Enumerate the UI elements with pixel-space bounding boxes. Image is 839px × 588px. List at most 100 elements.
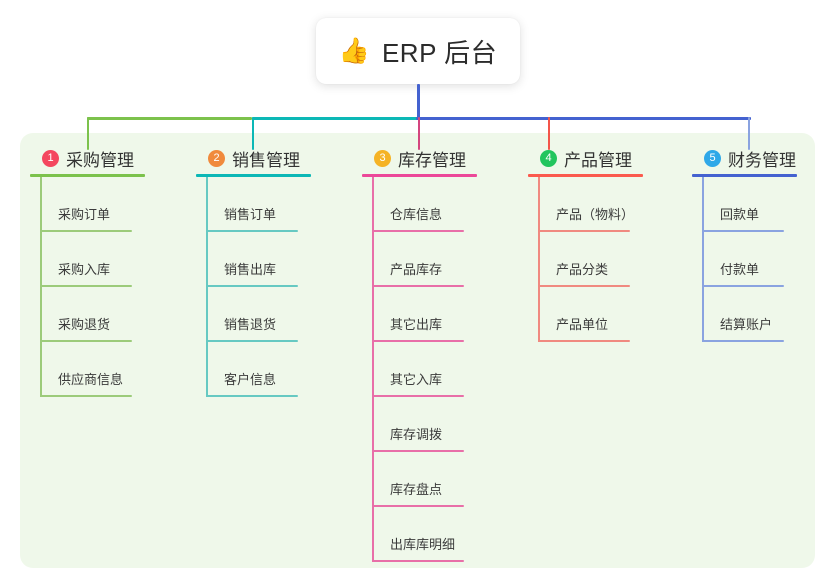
leaf-item[interactable]: 付款单	[692, 232, 832, 287]
leaf-item[interactable]: 供应商信息	[30, 342, 180, 397]
leaf-item-rule	[702, 285, 784, 287]
leaf-item[interactable]: 销售退货	[196, 287, 346, 342]
leaf-item[interactable]: 采购退货	[30, 287, 180, 342]
leaf-item[interactable]: 产品（物料）	[528, 177, 678, 232]
leaf-item-rule	[40, 395, 132, 397]
branch-title-3: 库存管理	[398, 150, 466, 170]
branch-title-1: 采购管理	[66, 150, 134, 170]
branch-items-4: 产品（物料） 产品分类产品单位	[528, 177, 678, 342]
root-node-card[interactable]: 👍 ERP 后台	[316, 18, 520, 84]
root-stem-line	[417, 84, 420, 119]
branch-column-3: 3 库存管理仓库信息产品库存其它出库其它入库库存调拨库存盘点出库库明细	[362, 146, 512, 562]
leaf-item[interactable]: 产品单位	[528, 287, 678, 342]
leaf-item-label: 其它出库	[390, 317, 443, 332]
leaf-item-rule	[538, 230, 630, 232]
root-title: ERP 后台	[381, 37, 498, 68]
leaf-item-rule	[538, 285, 630, 287]
leaf-item[interactable]: 其它入库	[362, 342, 512, 397]
leaf-item[interactable]: 回款单	[692, 177, 832, 232]
leaf-item-rule	[206, 230, 298, 232]
branch-badge-4: 4	[540, 149, 557, 167]
branch-trunk-2	[206, 177, 208, 397]
leaf-item-label: 供应商信息	[58, 372, 124, 387]
branch-badge-1: 1	[42, 149, 59, 167]
branch-column-4: 4 产品管理产品（物料） 产品分类产品单位	[528, 146, 678, 342]
branch-trunk-5	[702, 177, 704, 342]
branch-title-4: 产品管理	[564, 150, 632, 170]
leaf-item-label: 采购入库	[58, 262, 111, 277]
thumbs-up-icon: 👍	[338, 36, 370, 65]
leaf-item[interactable]: 其它出库	[362, 287, 512, 342]
leaf-item[interactable]: 采购入库	[30, 232, 180, 287]
leaf-item-rule	[40, 230, 132, 232]
leaf-item-label: 出库库明细	[390, 537, 456, 552]
leaf-item[interactable]: 客户信息	[196, 342, 346, 397]
leaf-item-rule	[206, 285, 298, 287]
bus-segment-teal	[252, 117, 418, 120]
leaf-item[interactable]: 销售出库	[196, 232, 346, 287]
leaf-item-label: 库存盘点	[390, 482, 443, 497]
leaf-item-rule	[538, 340, 630, 342]
branch-rule-5	[692, 174, 797, 177]
branch-badge-5: 5	[704, 149, 721, 167]
branch-drop-line-1	[87, 117, 89, 150]
branch-items-2: 销售订单销售出库销售退货客户信息	[196, 177, 346, 397]
leaf-item-rule	[372, 230, 464, 232]
branch-drop-line-3	[418, 117, 420, 150]
leaf-item-rule	[702, 230, 784, 232]
leaf-item-label: 采购退货	[58, 317, 111, 332]
leaf-item-label: 产品库存	[390, 262, 443, 277]
leaf-item-label: 销售出库	[224, 262, 277, 277]
leaf-item[interactable]: 仓库信息	[362, 177, 512, 232]
branch-column-1: 1 采购管理采购订单采购入库采购退货供应商信息	[30, 146, 180, 397]
leaf-item-label: 采购订单	[58, 207, 111, 222]
leaf-item-label: 付款单	[720, 262, 760, 277]
branch-rule-4	[528, 174, 643, 177]
branch-drop-line-5	[748, 117, 750, 150]
leaf-item[interactable]: 销售订单	[196, 177, 346, 232]
branch-header-4[interactable]: 4 产品管理	[528, 146, 678, 170]
leaf-item-rule	[206, 340, 298, 342]
leaf-item-rule	[372, 285, 464, 287]
leaf-item[interactable]: 出库库明细	[362, 507, 512, 562]
leaf-item-label: 销售退货	[224, 317, 277, 332]
branch-column-5: 5 财务管理回款单付款单结算账户	[692, 146, 832, 342]
root-node-content: 👍 ERP 后台	[339, 33, 497, 70]
branch-items-1: 采购订单采购入库采购退货供应商信息	[30, 177, 180, 397]
diagram-panel	[20, 133, 815, 568]
branch-header-1[interactable]: 1 采购管理	[30, 146, 180, 170]
leaf-item-rule	[40, 340, 132, 342]
bus-segment-blue	[416, 117, 751, 120]
branch-drop-line-4	[548, 117, 550, 150]
branch-items-3: 仓库信息产品库存其它出库其它入库库存调拨库存盘点出库库明细	[362, 177, 512, 562]
leaf-item[interactable]: 产品库存	[362, 232, 512, 287]
leaf-item-rule	[372, 395, 464, 397]
leaf-item-label: 结算账户	[720, 317, 773, 332]
leaf-item-rule	[372, 505, 464, 507]
leaf-item-label: 产品单位	[556, 317, 609, 332]
branch-badge-2: 2	[208, 149, 225, 167]
leaf-item-label: 仓库信息	[390, 207, 443, 222]
branch-drop-line-2	[252, 117, 254, 150]
branch-rule-3	[362, 174, 477, 177]
branch-header-3[interactable]: 3 库存管理	[362, 146, 512, 170]
leaf-item[interactable]: 采购订单	[30, 177, 180, 232]
leaf-item[interactable]: 产品分类	[528, 232, 678, 287]
branch-title-5: 财务管理	[728, 150, 796, 170]
leaf-item-label: 客户信息	[224, 372, 277, 387]
leaf-item-rule	[702, 340, 784, 342]
leaf-item-rule	[206, 395, 298, 397]
leaf-item[interactable]: 库存盘点	[362, 452, 512, 507]
leaf-item[interactable]: 库存调拨	[362, 397, 512, 452]
leaf-item-label: 产品（物料）	[556, 207, 635, 222]
leaf-item-rule	[372, 450, 464, 452]
branch-rule-1	[30, 174, 145, 177]
branch-header-5[interactable]: 5 财务管理	[692, 146, 832, 170]
leaf-item-rule	[40, 285, 132, 287]
leaf-item[interactable]: 结算账户	[692, 287, 832, 342]
leaf-item-label: 产品分类	[556, 262, 609, 277]
branch-badge-3: 3	[374, 149, 391, 167]
